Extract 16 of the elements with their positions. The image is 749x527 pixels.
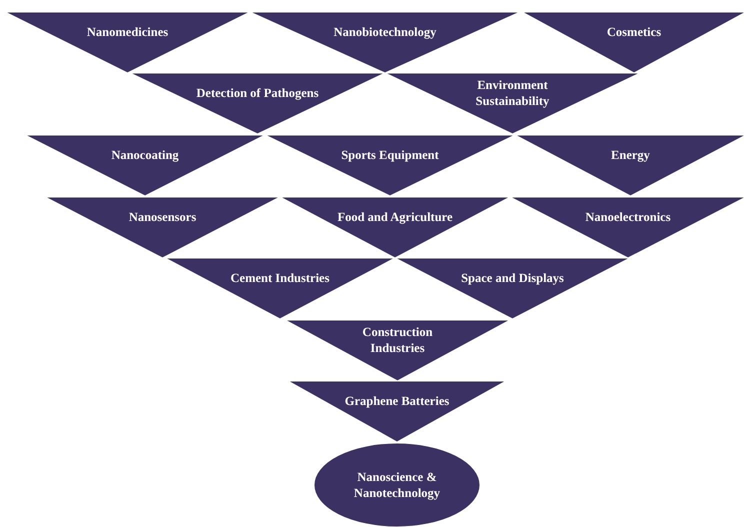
node-label: Cement Industries <box>230 270 330 286</box>
node-label: Graphene Batteries <box>344 393 450 409</box>
node-label: Nanobiotechnology <box>334 24 436 40</box>
node-label: Environment Sustainability <box>474 77 550 109</box>
node-label: Sports Equipment <box>341 147 439 163</box>
node-label: Nanocoating <box>111 147 179 163</box>
node-label: Nanoelectronics <box>585 209 671 225</box>
node-label: Nanoscience & Nanotechnology <box>352 469 442 501</box>
node-label: Food and Agriculture <box>337 209 453 225</box>
node-label: Nanosensors <box>128 209 196 225</box>
node-label: Space and Displays <box>461 270 564 286</box>
node-label: Nanomedicines <box>86 24 168 40</box>
node-label: Energy <box>611 147 650 163</box>
node-label: Detection of Pathogens <box>196 85 319 101</box>
node-label: Construction Industries <box>361 324 434 356</box>
node-label: Cosmetics <box>606 24 662 40</box>
